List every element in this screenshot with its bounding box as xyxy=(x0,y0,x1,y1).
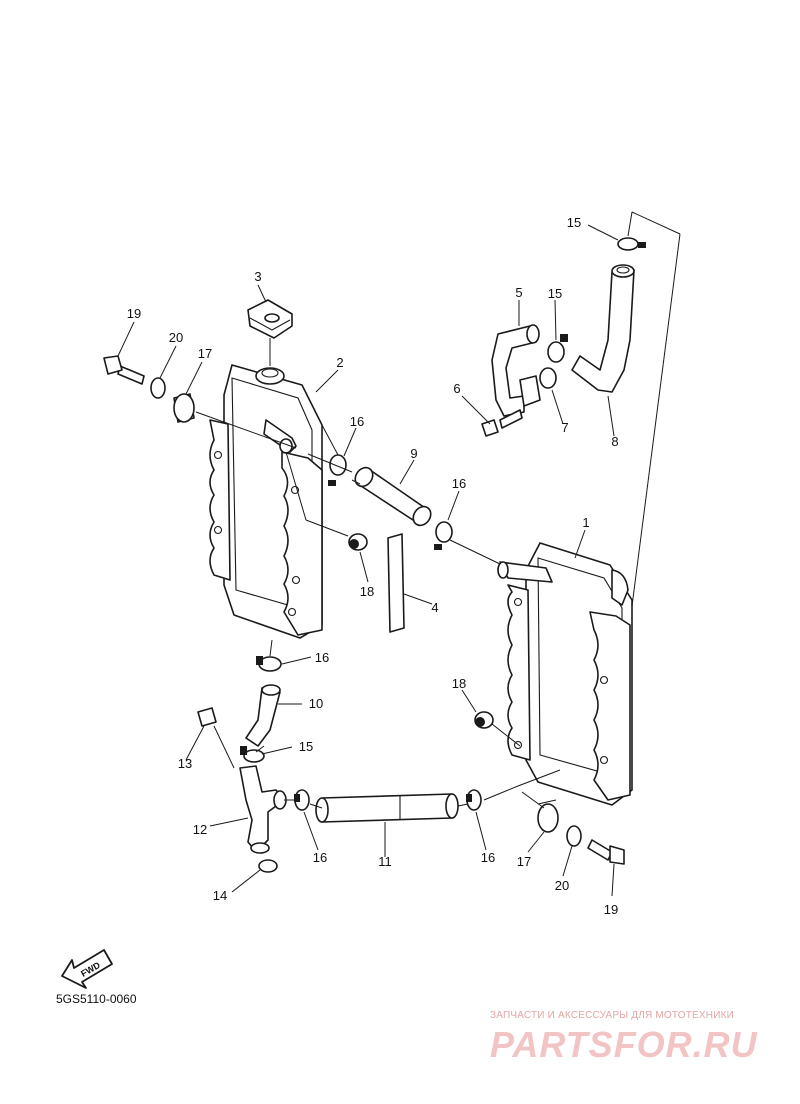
hose-10 xyxy=(245,684,281,747)
callout-8: 8 xyxy=(611,434,618,449)
hose-11 xyxy=(315,793,459,823)
callout-6: 6 xyxy=(453,381,460,396)
callout-16b: 16 xyxy=(452,476,466,491)
radiator-cap xyxy=(247,299,293,339)
clamps xyxy=(240,237,646,811)
watermark-tagline: ЗАПЧАСТИ И АКСЕССУАРЫ ДЛЯ МОТОТЕХНИКИ xyxy=(490,1010,735,1021)
callout-18b: 18 xyxy=(452,676,466,691)
callout-16a: 16 xyxy=(350,414,364,429)
callout-18a: 18 xyxy=(360,584,374,599)
callout-leaders xyxy=(117,224,619,897)
washers xyxy=(150,377,582,873)
callout-17b: 17 xyxy=(517,854,531,869)
callout-2: 2 xyxy=(336,355,343,370)
callout-5: 5 xyxy=(515,285,522,300)
callout-17a: 17 xyxy=(198,346,212,361)
right-radiator xyxy=(497,542,633,806)
fwd-arrow-icon: FWD xyxy=(61,949,113,989)
callout-16c: 16 xyxy=(315,650,329,665)
reference-code: 5GS5110-0060 xyxy=(56,992,137,1006)
callout-3: 3 xyxy=(254,269,261,284)
strip-4 xyxy=(387,533,405,633)
callout-7: 7 xyxy=(561,420,568,435)
callout-19b: 19 xyxy=(604,902,618,917)
callout-16d: 16 xyxy=(313,850,327,865)
left-radiator xyxy=(209,364,323,639)
callout-1: 1 xyxy=(582,515,589,530)
bolt-6 xyxy=(481,409,523,437)
bolt-13 xyxy=(197,707,217,727)
callout-15a: 15 xyxy=(567,215,581,230)
bolts-19 xyxy=(103,355,625,865)
hose-8 xyxy=(571,264,635,393)
callout-labels: 1 2 3 4 5 6 7 8 9 10 11 12 13 14 15 15 1… xyxy=(127,215,619,917)
callout-13: 13 xyxy=(178,756,192,771)
hose-9 xyxy=(354,466,432,527)
assembly-lines xyxy=(195,211,681,809)
callout-12: 12 xyxy=(193,822,207,837)
callout-19a: 19 xyxy=(127,306,141,321)
callout-4: 4 xyxy=(431,600,438,615)
callout-15b: 15 xyxy=(548,286,562,301)
o-ring-7 xyxy=(539,367,557,389)
callout-16e: 16 xyxy=(481,850,495,865)
collars-18 xyxy=(348,533,494,729)
callout-20b: 20 xyxy=(555,878,569,893)
callout-14: 14 xyxy=(213,888,227,903)
callout-15c: 15 xyxy=(299,739,313,754)
callout-10: 10 xyxy=(309,696,323,711)
callout-9: 9 xyxy=(410,446,417,461)
grommets-17 xyxy=(173,393,559,833)
hose-5 xyxy=(491,324,541,417)
joint-pipe-12 xyxy=(239,765,287,854)
watermark-logo: PARTSFOR.RU xyxy=(490,1024,758,1065)
callout-20a: 20 xyxy=(169,330,183,345)
callout-11: 11 xyxy=(378,854,392,869)
